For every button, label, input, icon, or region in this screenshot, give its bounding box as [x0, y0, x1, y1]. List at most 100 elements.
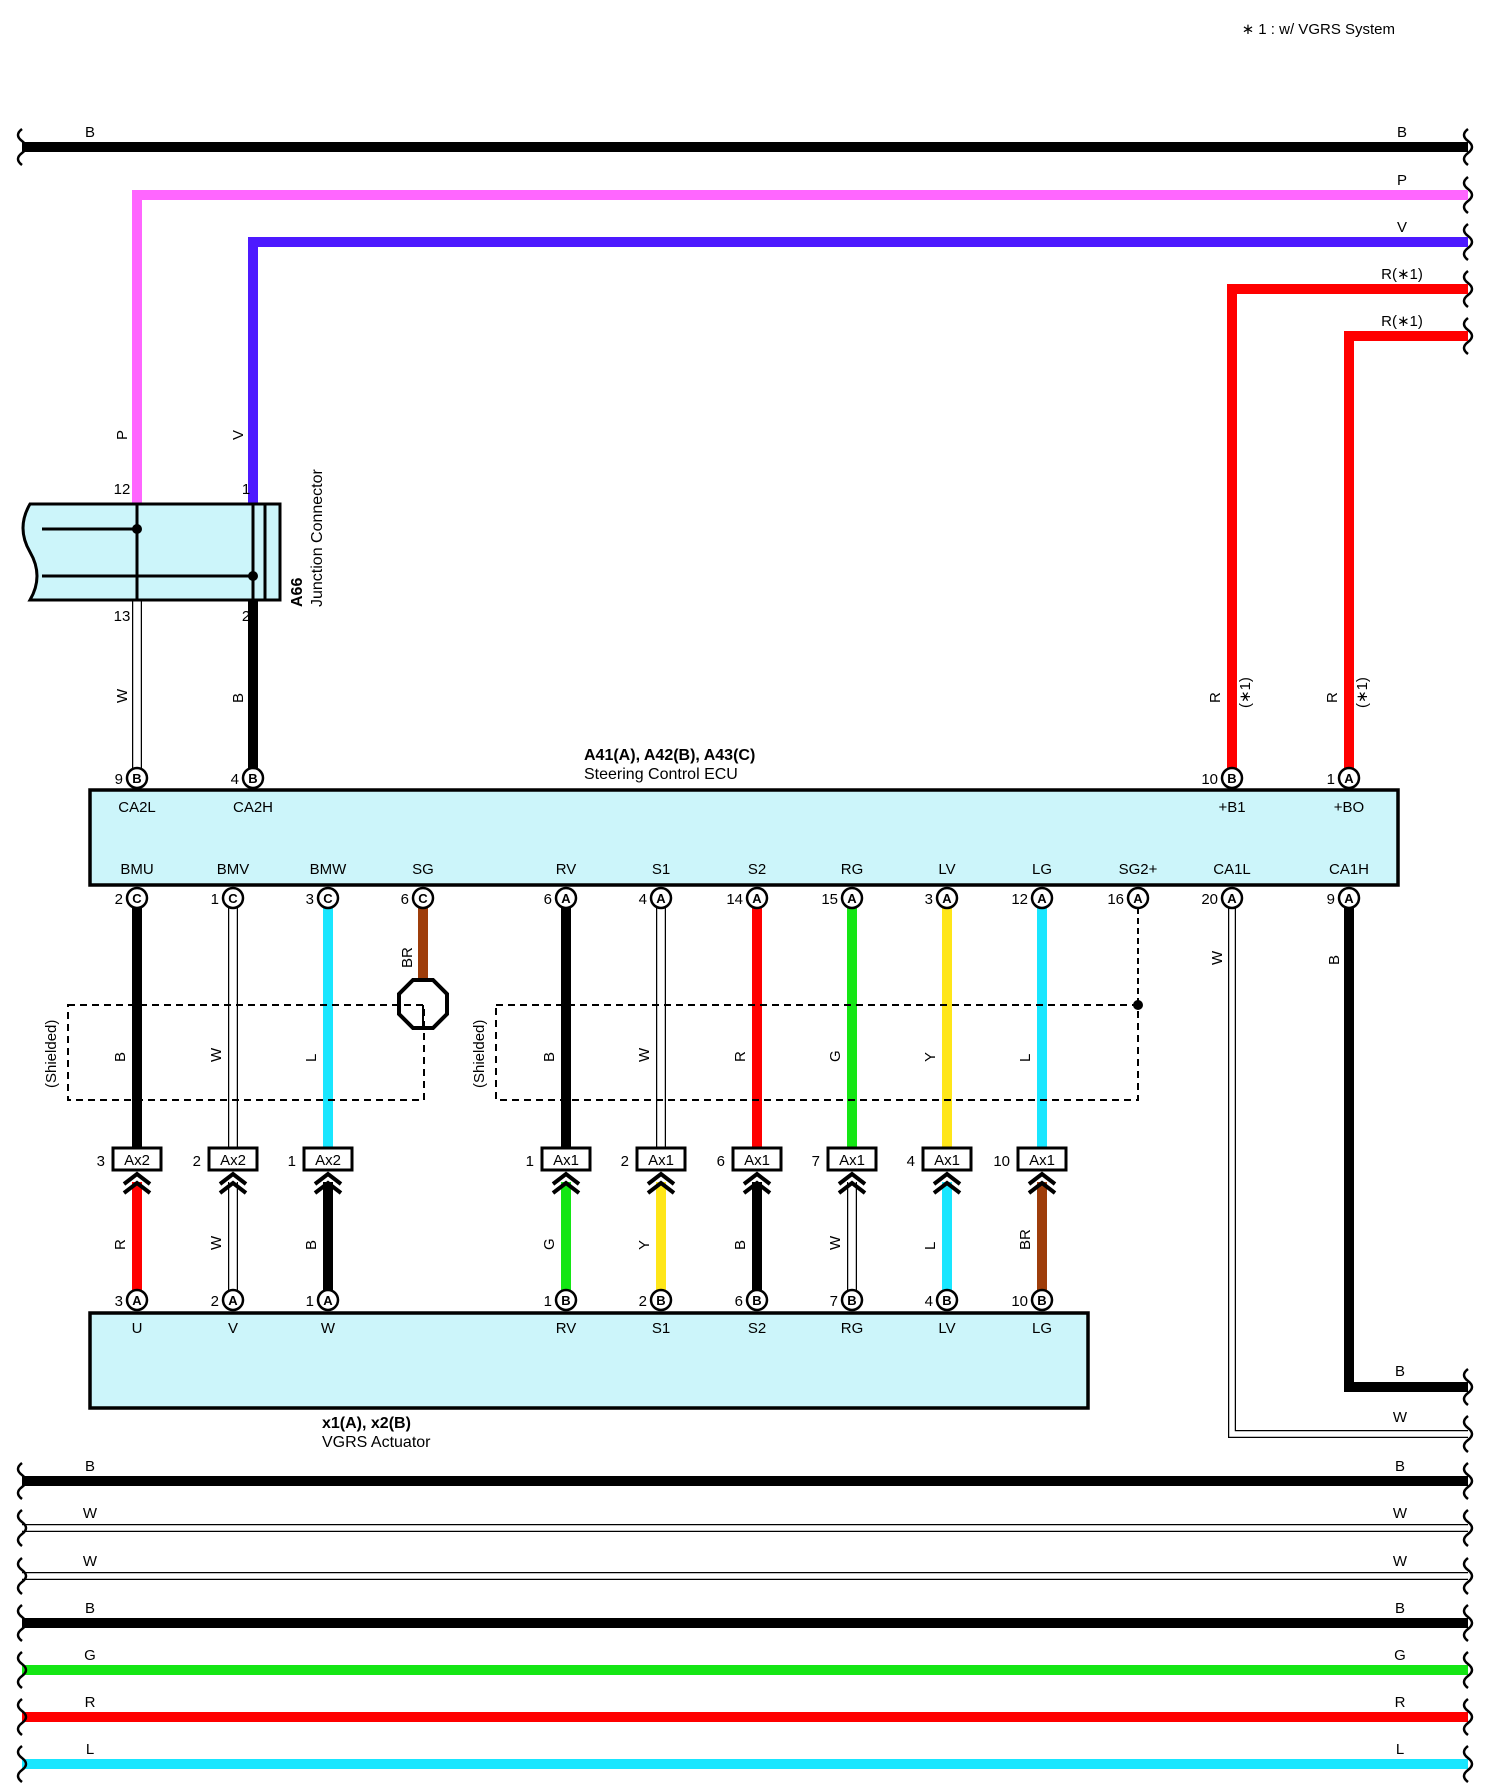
terminal-connector-letter: A [1037, 891, 1047, 906]
wire-color-label: G [827, 1050, 844, 1062]
bottom-bus-left-label: W [83, 1553, 98, 1570]
wire-color-label: B [112, 1052, 129, 1062]
terminal-connector-letter: B [1037, 1293, 1046, 1308]
terminal-circle [1220, 766, 1244, 790]
actuator-name: VGRS Actuator [322, 1434, 431, 1451]
inline-connector-box [826, 1146, 878, 1172]
terminal-circle [221, 1288, 245, 1312]
junction-pin: 13 [114, 608, 131, 625]
terminal-connector-letter: C [418, 891, 428, 906]
terminal-pin-number: 12 [1011, 891, 1028, 908]
terminal-connector-letter: C [323, 891, 333, 906]
terminal-pin-number: 15 [821, 891, 838, 908]
actuator-terminal-name: LG [1032, 1320, 1052, 1337]
terminal-circle [125, 766, 149, 790]
terminal-pin-number: 10 [1011, 1293, 1028, 1310]
wire-break-mark [1462, 1604, 1474, 1642]
terminal-connector-letter: B [561, 1293, 570, 1308]
terminal-circle [1126, 886, 1150, 910]
wire-color-label: W [208, 1235, 225, 1250]
inline-connector-pin: 7 [812, 1153, 820, 1170]
connector-chevron [932, 1180, 962, 1195]
wire-color-label: G [541, 1238, 558, 1250]
terminal-pin-number: 6 [544, 891, 552, 908]
terminal-pin-number: 4 [231, 771, 239, 788]
ecu-terminal-name: LV [938, 861, 955, 878]
inline-connector-box [1016, 1146, 1068, 1172]
terminal-circle [241, 766, 265, 790]
wire-P [132, 190, 1468, 505]
wire-color-label: R [732, 1051, 749, 1062]
note-vgrs: ∗ 1 : w/ VGRS System [1242, 21, 1395, 38]
connector-chevron [551, 1171, 581, 1186]
top-bus-right-label: R(∗1) [1381, 313, 1423, 330]
connector-chevron [551, 1180, 581, 1195]
connector-chevron [646, 1171, 676, 1186]
ecu-terminal-name: LG [1032, 861, 1052, 878]
connector-chevron [218, 1171, 248, 1186]
shield-label: (Shielded) [43, 1020, 60, 1088]
wire-break-mark [16, 1651, 28, 1689]
actuator-terminal-name: RV [556, 1320, 577, 1337]
bottom-bus-left-label: G [84, 1647, 96, 1664]
bottom-bus-right-label: G [1394, 1647, 1406, 1664]
terminal-connector-letter: A [1133, 891, 1143, 906]
wire-color-label: B [732, 1240, 749, 1250]
wire-color-label: R [112, 1239, 129, 1250]
wire-color-label: B [541, 1052, 558, 1062]
terminal-pin-number: 4 [639, 891, 647, 908]
inline-connector-pin: 1 [526, 1153, 534, 1170]
terminal-circle [1030, 1288, 1054, 1312]
terminal-connector-letter: C [132, 891, 142, 906]
ecu-terminal-name: S2 [748, 861, 766, 878]
connector-chevron [218, 1180, 248, 1195]
ecu-terminal-name: CA1H [1329, 861, 1369, 878]
wire-break-mark [1462, 1698, 1474, 1736]
terminal-pin-number: 2 [115, 891, 123, 908]
terminal-connector-letter: A [1344, 891, 1354, 906]
wire-break-mark [1462, 1557, 1474, 1595]
connector-chevron [932, 1171, 962, 1186]
wire-color-label: Y [636, 1240, 653, 1250]
connector-chevron [837, 1180, 867, 1195]
wire-color-label: L [1017, 1054, 1034, 1062]
bottom-bus-right-label: R [1395, 1694, 1406, 1711]
wire-note-label: (∗1) [1354, 677, 1371, 708]
terminal-connector-letter: A [1227, 891, 1237, 906]
wire-R-BO [1344, 331, 1468, 770]
shield-box-sensor [495, 1004, 1139, 1101]
terminal-pin-number: 2 [639, 1293, 647, 1310]
wire-color-label: BR [399, 947, 416, 968]
connector-chevron [1027, 1171, 1057, 1186]
wire-color-label: R [1324, 692, 1341, 703]
terminal-connector-letter: B [847, 1293, 856, 1308]
right-exit-label: B [1395, 1363, 1405, 1380]
wire-break-mark [1462, 1509, 1474, 1547]
wire-color-label: B [230, 693, 247, 703]
terminal-connector-letter: A [942, 891, 952, 906]
inline-connector-pin: 10 [993, 1153, 1010, 1170]
wire-color-label: L [922, 1242, 939, 1250]
wire-break-mark [1462, 1368, 1474, 1406]
ecu-terminal-name: RV [556, 861, 577, 878]
actuator-terminal-name: W [321, 1320, 336, 1337]
inline-connector-pin: 6 [717, 1153, 725, 1170]
terminal-connector-letter: C [228, 891, 238, 906]
actuator-terminal-name: LV [938, 1320, 955, 1337]
connector-chevron [742, 1171, 772, 1186]
bottom-bus-left-label: R [85, 1694, 96, 1711]
inline-connector-box [540, 1146, 592, 1172]
wire-break-mark [16, 1557, 28, 1595]
terminal-circle [1337, 766, 1361, 790]
inline-connector-pin: 3 [97, 1153, 105, 1170]
shield-label: (Shielded) [471, 1020, 488, 1088]
connector-chevron [646, 1180, 676, 1195]
terminal-connector-letter: B [1227, 771, 1236, 786]
terminal-connector-letter: A [228, 1293, 238, 1308]
inline-connector-pin: 1 [288, 1153, 296, 1170]
terminal-pin-number: 6 [735, 1293, 743, 1310]
wire-break-mark [1462, 176, 1474, 214]
wire-break-mark [16, 1509, 28, 1547]
bottom-bus-left-label: W [83, 1505, 98, 1522]
terminal-pin-number: 20 [1201, 891, 1218, 908]
